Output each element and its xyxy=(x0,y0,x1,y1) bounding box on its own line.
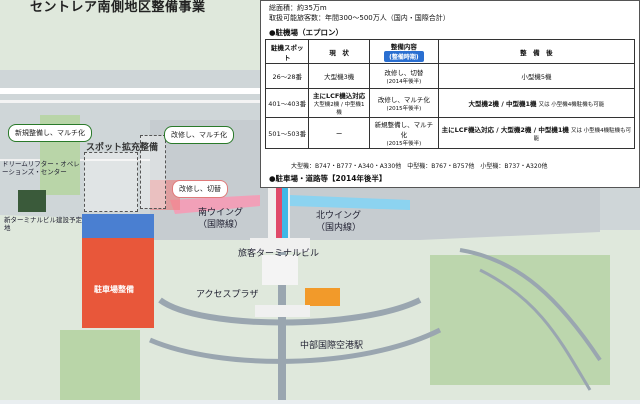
cell-current: 主にLCF機込対応大型機2機 / 中型機1機 xyxy=(308,88,370,118)
cell-after-text: 主にLCF機込対応 / 大型機2機 / 中型機1機 xyxy=(441,126,569,134)
dreamlifter-label: ドリームリフター・オペレーションズ・センター xyxy=(2,160,80,176)
cell-period: (2014年後半) xyxy=(386,79,422,85)
apron-section-title: ●駐機場（エプロン） xyxy=(269,28,344,37)
north-wing-label: 北ウイング xyxy=(316,211,362,221)
parking-label: 駐車場整備 xyxy=(94,285,134,294)
cell-after-text: 大型機2機 / 中型機1機 xyxy=(468,100,537,108)
cell-spot: 401～403番 xyxy=(264,88,310,118)
cell-after: 主にLCF機込対応 / 大型機2機 / 中型機1機 又は 小型機4機駐機も可能 xyxy=(437,117,636,149)
cell-after: 大型機2機 / 中型機1機 又は 小型機4機駐機も可能 xyxy=(437,88,636,118)
header-spot: 駐機スポット xyxy=(264,39,310,64)
spot-area-left xyxy=(84,152,138,212)
spot-table: 駐機スポット 現 状 整備内容(整備時期) 整 備 後 26～28番 大型機3機… xyxy=(264,39,636,149)
cell-spot: 501～503番 xyxy=(264,117,310,149)
parking-area: 駐車場整備 xyxy=(82,238,154,328)
table-row: 26～28番 大型機3機 改修し、切替 (2014年後半) 小型機5機 xyxy=(264,63,636,89)
cell-after: 小型機5機 xyxy=(437,63,636,89)
header-work-text: 整備内容 xyxy=(390,43,417,51)
cell-after-note: 又は 小型機4機駐機も可能 xyxy=(538,102,605,108)
north-wing-sub: （国内線） xyxy=(316,223,362,233)
callout-new-multi: 新規整備し、マルチ化 xyxy=(8,124,92,142)
cell-current-text: 主にLCF機込対応 xyxy=(312,92,366,100)
cell-work-text: 改修し、マルチ化 xyxy=(377,96,430,104)
cell-current: ー xyxy=(308,117,370,149)
capacity-text: 取扱可能旅客数：年間300～500万人（国内・国際合計） xyxy=(269,14,450,22)
cell-work: 新規整備し、マルチ化 (2015年後半) xyxy=(368,117,439,149)
spot-area-right xyxy=(140,135,166,209)
cell-work: 改修し、切替 (2014年後半) xyxy=(368,63,439,89)
header-after: 整 備 後 xyxy=(437,39,636,64)
table-row: 401～403番 主にLCF機込対応大型機2機 / 中型機1機 改修し、マルチ化… xyxy=(264,88,636,118)
cell-period: (2015年後半) xyxy=(386,106,422,112)
callout-renovate-multi: 改修し、マルチ化 xyxy=(164,126,234,144)
new-terminal-site xyxy=(82,214,154,238)
callout-renovate-switch: 改修し、切替 xyxy=(172,180,228,198)
header-period-badge: (整備時期) xyxy=(384,51,424,62)
page-title: セントレア南側地区整備事業 xyxy=(30,0,206,15)
cell-work: 改修し、マルチ化 (2015年後半) xyxy=(368,88,439,118)
header-work: 整備内容(整備時期) xyxy=(368,39,439,64)
access-plaza-label: アクセスプラザ xyxy=(196,290,259,300)
cell-current: 大型機3機 xyxy=(308,63,370,89)
terminal-label: 旅客ターミナルビル xyxy=(238,249,320,259)
new-terminal-label: 新ターミナルビル建設予定地 xyxy=(4,216,82,232)
header-current: 現 状 xyxy=(308,39,370,64)
area-text: 総面積：約35万m xyxy=(269,4,327,12)
cell-period: (2015年後半) xyxy=(386,141,422,147)
cell-work-text: 新規整備し、マルチ化 xyxy=(374,121,434,139)
south-wing-label: 南ウイング xyxy=(198,208,244,218)
table-header-row: 駐機スポット 現 状 整備内容(整備時期) 整 備 後 xyxy=(264,39,636,64)
cell-work-text: 改修し、切替 xyxy=(384,69,424,77)
spot-expand-label: スポット拡充整備 xyxy=(86,143,159,153)
cell-current-sub: 大型機2機 / 中型機1機 xyxy=(313,102,365,116)
parking-section-title: ●駐車場・道路等【2014年後半】 xyxy=(269,174,387,183)
table-row: 501～503番 ー 新規整備し、マルチ化 (2015年後半) 主にLCF機込対応… xyxy=(264,117,636,149)
cell-spot: 26～28番 xyxy=(264,63,310,89)
station-label: 中部国際空港駅 xyxy=(300,341,364,351)
info-panel: 総面積：約35万m 取扱可能旅客数：年間300～500万人（国内・国際合計） ●… xyxy=(260,0,640,188)
aircraft-footnote: 大型機：B747・B777・A340・A330他 中型機：B767・B757他 … xyxy=(291,163,548,170)
cell-after-note: 又は 小型機4機駐機も可能 xyxy=(533,128,632,142)
south-wing-sub: （国際線） xyxy=(198,220,244,230)
